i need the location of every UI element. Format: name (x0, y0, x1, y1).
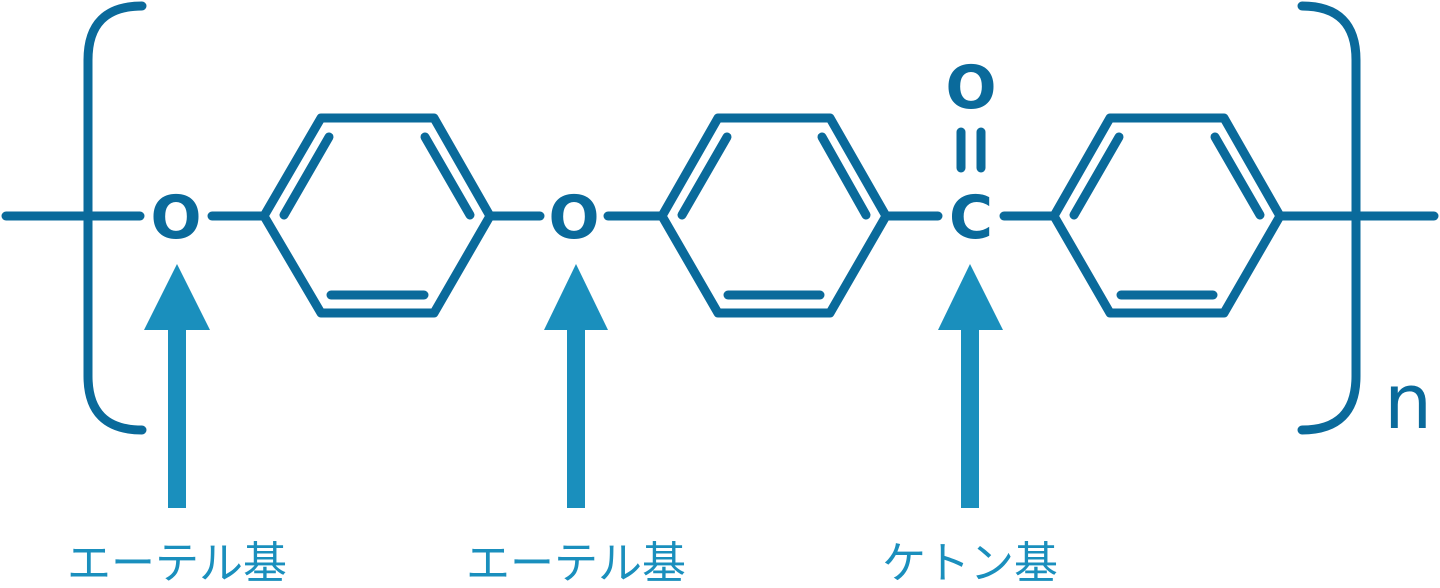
label-ether-group-2: エーテル基 (466, 538, 686, 588)
benzene-ring-1 (259, 113, 495, 318)
atom-carbonyl-oxygen: O (945, 53, 996, 123)
arrow-ether-1 (144, 264, 210, 508)
atom-oxygen-1: O (150, 183, 201, 253)
label-ketone-group: ケトン基 (882, 538, 1058, 588)
arrow-ether-2 (544, 264, 608, 508)
arrow-ketone (938, 264, 1003, 508)
benzene-ring-3 (1049, 113, 1285, 318)
atom-carbon: C (949, 183, 993, 253)
carbonyl-double-bond (956, 127, 986, 173)
atom-oxygen-2: O (548, 183, 599, 253)
label-ether-group-1: エーテル基 (67, 538, 287, 588)
benzene-ring-2 (657, 113, 891, 318)
repeat-subscript: n (1384, 357, 1432, 446)
